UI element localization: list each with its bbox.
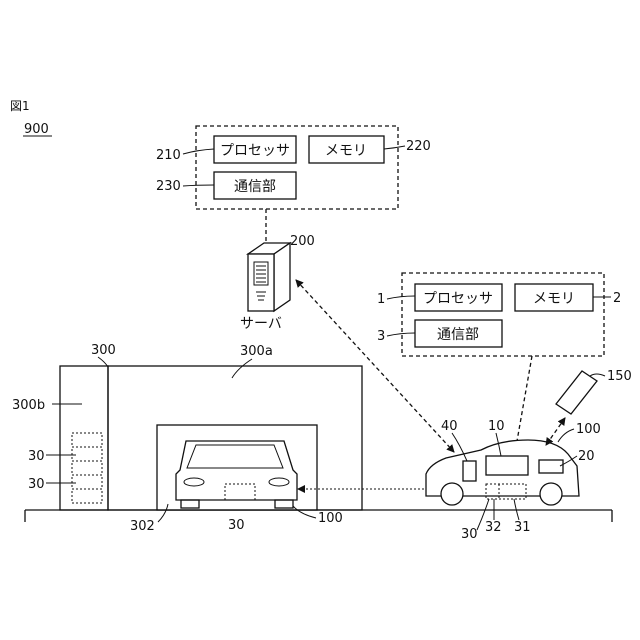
leader-150: [590, 374, 605, 376]
ref-2: 2: [613, 291, 621, 306]
leader-100-car: [558, 429, 574, 442]
ref-300: 300: [91, 343, 116, 358]
ref-100-car: 100: [576, 422, 601, 437]
ref-32: 32: [485, 520, 502, 535]
figure-title: 図1: [10, 99, 30, 113]
ref-3: 3: [377, 329, 385, 344]
server-block-frame: [196, 126, 398, 209]
ref-100-parked-car: 100: [318, 511, 343, 526]
ref-30-car-pad: 30: [461, 527, 478, 542]
ref-302: 302: [130, 519, 155, 534]
phone-car-link-arrow: [546, 418, 565, 445]
ref-1: 1: [377, 292, 385, 307]
vehicle-block-frame: [402, 273, 604, 356]
server-comm-label: 通信部: [234, 179, 276, 195]
ref-300b: 300b: [12, 398, 45, 413]
server-icon: [248, 243, 290, 311]
parked-car: [176, 441, 297, 508]
ref-30-shelf-2: 30: [28, 477, 45, 492]
figure-ref: 900: [24, 122, 49, 137]
ref-30-parked-pad: 30: [228, 518, 245, 533]
server-processor-label: プロセッサ: [220, 143, 290, 159]
leader-3: [387, 333, 415, 336]
leader-220: [384, 146, 405, 149]
ref-150: 150: [607, 369, 632, 384]
ref-40: 40: [441, 419, 458, 434]
phone-icon: [556, 371, 597, 414]
car: [426, 440, 579, 505]
ref-20: 20: [578, 449, 595, 464]
ref-210: 210: [156, 148, 181, 163]
ref-10: 10: [488, 419, 505, 434]
leader-300a: [232, 359, 252, 378]
ref-220: 220: [406, 139, 431, 154]
server-memory-label: メモリ: [325, 143, 367, 159]
server-name: サーバ: [240, 316, 282, 332]
ref-300a: 300a: [240, 344, 273, 359]
leader-1: [387, 296, 415, 299]
leader-230: [183, 185, 214, 186]
stacked-pads: [72, 433, 102, 503]
ref-230: 230: [156, 179, 181, 194]
leader-210: [183, 149, 214, 154]
ref-30-shelf-1: 30: [28, 449, 45, 464]
ref-31: 31: [514, 520, 531, 535]
vehicle-comm-label: 通信部: [437, 327, 479, 343]
ref-200: 200: [290, 234, 315, 249]
vehicle-memory-label: メモリ: [533, 291, 575, 307]
vehicle-processor-label: プロセッサ: [423, 291, 493, 307]
